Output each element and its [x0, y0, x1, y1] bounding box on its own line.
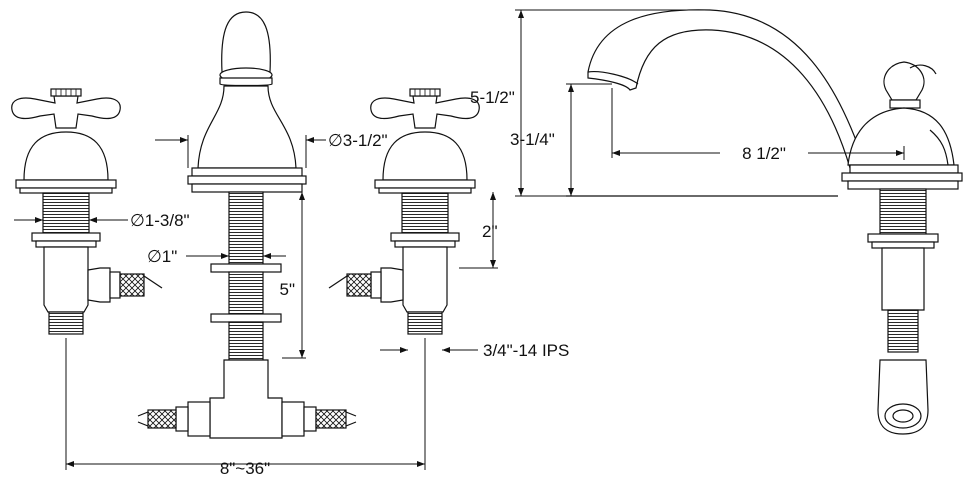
spout-shank-diameter-label: ∅1" — [147, 247, 177, 266]
spout-reach-label: 8 1/2" — [742, 144, 786, 163]
valve-height-label: 2" — [482, 222, 498, 241]
spout-base-diameter-label: ∅3-1/2" — [328, 131, 388, 150]
ips-thread-label: 3/4"-14 IPS — [483, 341, 569, 360]
shank-length-label: 5" — [280, 280, 296, 299]
right-handle-valve — [328, 88, 480, 335]
spout-outlet-height-label: 3-1/4" — [510, 130, 555, 149]
dimension-lines — [14, 9, 905, 470]
left-handle-valve — [11, 88, 163, 335]
spout-body — [137, 11, 357, 439]
handle-shank-diameter-label: ∅1-3/8" — [130, 211, 190, 230]
total-height-label: 5-1/2" — [470, 88, 515, 107]
spread-label: 8"~36" — [220, 459, 270, 478]
side-view-assembly — [566, 9, 963, 435]
